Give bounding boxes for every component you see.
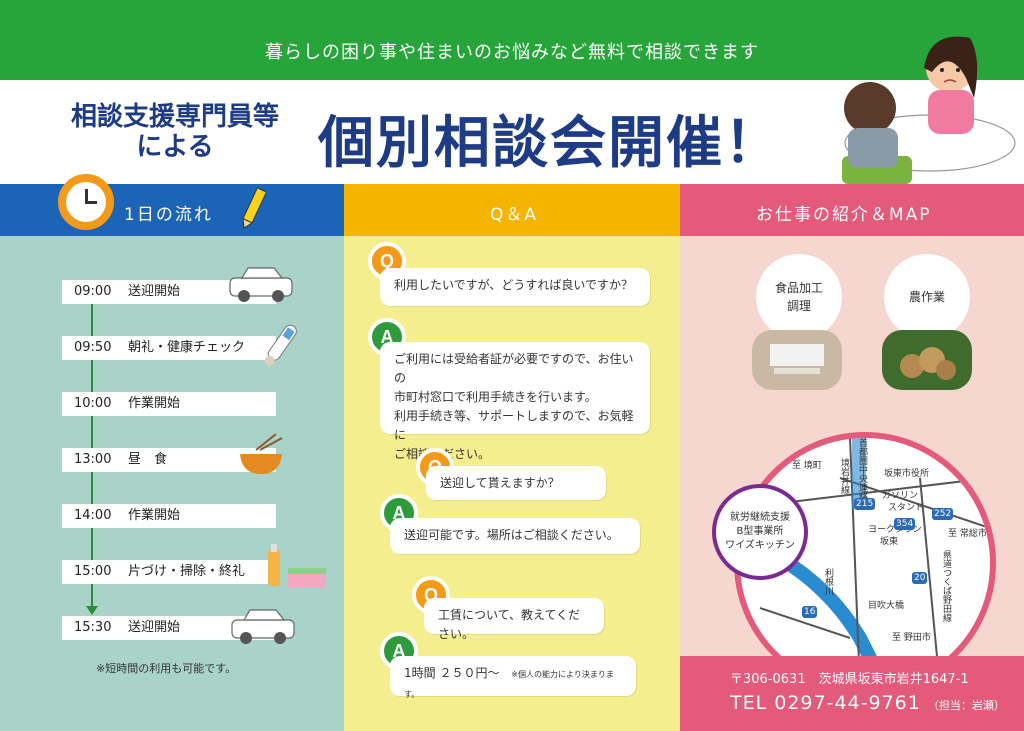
job-food-processing: 食品加工 調理 [756,254,842,340]
telephone-number: TEL 0297-44-9761 [730,692,921,714]
schedule-row: 13:00 昼 食 [62,448,276,472]
telephone-note: （担当：岩瀬） [927,699,1005,712]
schedule-row: 09:50 朝礼・健康チェック [62,336,276,360]
car-icon [229,267,293,302]
schedule-time: 09:00 [74,284,112,299]
map-label: 坂東 [880,537,899,547]
contact-bar: 〒306-0631 茨城県坂東市岩井1647-1 TEL 0297-44-976… [680,656,1024,731]
rice-bowl-icon [240,433,283,474]
map-label: 目吹大橋 [868,601,905,611]
route-badge: 20 [912,572,928,584]
car-icon [231,609,295,644]
qa-answer-1: ご利用には受給者証が必要ですので、お住いの 市町村窓口で利用手続きを行います。 … [380,342,650,461]
qa-answer-line: 利用手続き等、サポートしますので、お気軽に [394,409,634,442]
subtitle-line-2: による [136,132,214,162]
telephone: TEL 0297-44-9761 （担当：岩瀬） [730,692,1005,714]
header-subtitle: 相談支援専門員等 による [40,102,310,162]
subtitle-line-1: 相談支援専門員等 [70,102,279,132]
map-label: 境岩井線 [839,458,849,494]
pencil-icon [242,187,266,229]
schedule-time: 15:30 [74,620,112,635]
schedule-label: 作業開始 [128,396,181,411]
qa-heading: Q＆A [490,205,539,225]
cleaning-supplies-icon [268,544,326,588]
qa-answer-line: ご利用には受給者証が必要ですので、お住いの [394,352,634,385]
schedule-header: 1日の流れ [0,184,344,236]
map-label: 利根川 [823,568,833,595]
qa-answer-2: 送迎可能です。場所はご相談ください。 [390,518,640,554]
work-heading: お仕事の紹介＆MAP [756,205,932,225]
map-label: 坂東市役所 [884,469,930,479]
qa-question-3: 工賃について、教えてください。 [424,598,604,641]
schedule-row: 15:00 片づけ・掃除・終礼 [62,560,276,584]
schedule-time: 14:00 [74,508,112,523]
schedule-label: 送迎開始 [128,620,181,635]
schedule-time: 09:50 [74,340,112,355]
qa-question-2: 送迎して貰えますか？ [426,466,606,500]
schedule-label: 朝礼・健康チェック [128,340,246,355]
food-processing-photo [752,330,842,390]
job-label: 調理 [786,299,811,313]
map-label: スタンド [888,503,925,513]
qa-header: Q＆A [344,184,680,236]
schedule-note: ※短時間の利用も可能です。 [96,662,237,675]
schedule-time: 13:00 [74,452,112,467]
top-banner: 暮らしの困り事や住まいのお悩みなど無料で相談できます [0,0,1024,80]
map-label: 至 常総市 [948,529,987,539]
map-label: 至 境町 [792,461,822,471]
schedule-row: 10:00 作業開始 [62,392,276,416]
qa-answer-wage: 1時間 ２５０円〜 [404,666,500,680]
farming-photo [882,330,972,390]
route-badge: 354 [894,518,916,530]
job-label: 農作業 [908,290,945,304]
facility-label: B型事業所 [736,526,784,537]
job-label: 食品加工 [774,281,823,295]
qa-answer-line: 市町村窓口で利用手続きを行います。 [394,390,597,404]
facility-label: 就労継続支援 [729,512,790,523]
address: 〒306-0631 茨城県坂東市岩井1647-1 [730,672,969,687]
job-farming: 農作業 [884,254,970,340]
qa-question-1: 利用したいですが、どうすれば良いですか？ [380,268,650,306]
schedule-heading: 1日の流れ [124,205,213,225]
schedule-label: 片づけ・掃除・終礼 [128,564,246,579]
qa-answer-wage-note: ※個人の能力により決まります。 [404,670,614,699]
route-badge: 252 [932,508,954,520]
facility-label: ワイズキッチン [725,540,795,551]
consultation-illustration [842,36,1016,184]
work-header: お仕事の紹介＆MAP [680,184,1024,236]
clock-icon [58,174,114,230]
map-label: 至 野田市 [892,633,931,643]
route-badge: 16 [802,606,818,618]
map-label: ガソリン [882,491,919,501]
schedule-row: 14:00 作業開始 [62,504,276,528]
map-label: 県道つくば野田線 [941,550,951,622]
schedule-label: 作業開始 [128,508,181,523]
qa-answer-3: 1時間 ２５０円〜 ※個人の能力により決まります。 [390,656,636,699]
banner-tagline: 暮らしの困り事や住まいのお悩みなど無料で相談できます [265,42,759,63]
facility-callout: 就労継続支援 B型事業所 ワイズキッチン [712,484,808,580]
page-title: 個別相談会開催！ [318,111,782,176]
schedule-time: 15:00 [74,564,112,579]
timeline-arrow [86,606,98,615]
map-label: ヨークタウン [868,525,922,535]
schedule-label: 昼 食 [128,452,168,467]
access-map: 至 境町 坂東市役所 ガソリン スタンド ヨークタウン 坂東 至 常総市 目吹大… [734,432,996,694]
route-badge: 215 [854,498,876,510]
thermometer-icon [264,324,297,366]
schedule-label: 送迎開始 [128,284,181,299]
map-label: 首都圏中央連絡道 [857,438,867,510]
schedule-time: 10:00 [74,396,112,411]
